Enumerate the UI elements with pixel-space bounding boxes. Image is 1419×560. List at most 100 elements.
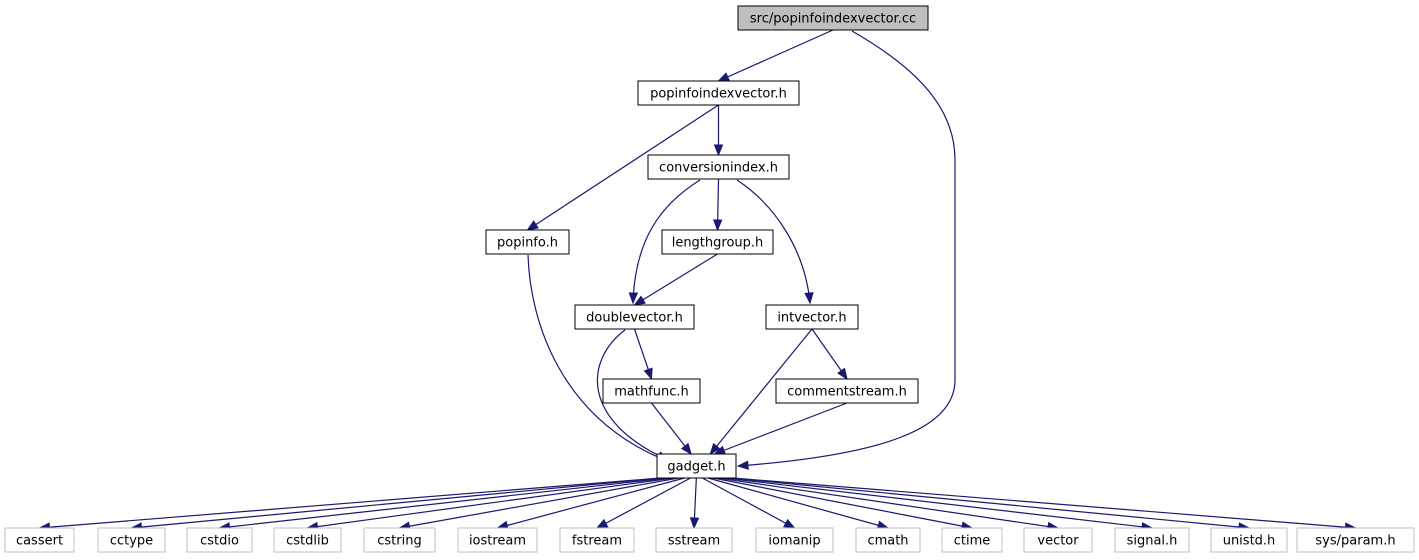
edge-gadget-to-unistd bbox=[729, 477, 1251, 532]
node-box bbox=[655, 527, 733, 553]
edge-line bbox=[718, 477, 1059, 529]
edge-root-to-popinfoindexvector bbox=[717, 29, 834, 82]
edge-line bbox=[39, 477, 661, 529]
node-intvector[interactable]: intvector.h bbox=[765, 304, 859, 330]
node-label: commentstream.h bbox=[787, 385, 907, 400]
edge-arrowhead bbox=[804, 292, 814, 305]
node-label: mathfunc.h bbox=[614, 385, 689, 400]
edge-gadget-to-sstream bbox=[689, 477, 700, 530]
edge-line bbox=[634, 253, 718, 306]
edge-line bbox=[131, 477, 663, 529]
node-root[interactable]: src/popinfoindexvector.cc bbox=[737, 5, 929, 31]
node-label: popinfo.h bbox=[497, 236, 558, 251]
node-signal: signal.h bbox=[1114, 527, 1190, 553]
node-cstring: cstring bbox=[363, 527, 436, 553]
node-label: fstream bbox=[572, 534, 622, 549]
edge-line bbox=[712, 477, 973, 529]
edge-arrowhead bbox=[783, 518, 796, 529]
edge-line bbox=[707, 477, 889, 529]
edge-arrowhead bbox=[689, 517, 700, 530]
node-cmath: cmath bbox=[855, 527, 921, 553]
node-doublevector[interactable]: doublevector.h bbox=[574, 304, 695, 330]
node-box bbox=[1114, 527, 1190, 553]
node-sstream: sstream bbox=[655, 527, 733, 553]
node-label: sys/param.h bbox=[1315, 534, 1395, 549]
edge-gadget-to-cassert bbox=[38, 477, 661, 532]
node-lengthgroup[interactable]: lengthgroup.h bbox=[661, 229, 774, 255]
edge-arrowhead bbox=[713, 144, 724, 157]
node-box bbox=[457, 527, 538, 553]
node-box bbox=[661, 229, 774, 255]
edge-line bbox=[596, 329, 669, 461]
node-mathfunc[interactable]: mathfunc.h bbox=[602, 378, 701, 404]
node-box bbox=[656, 453, 737, 479]
nodes-layer: src/popinfoindexvector.cc popinfoindexvec… bbox=[4, 5, 1415, 553]
node-box bbox=[941, 527, 1003, 553]
edge-popinfo-to-gadget bbox=[527, 254, 672, 463]
node-box bbox=[647, 154, 790, 180]
edge-line bbox=[718, 29, 834, 82]
edge-line bbox=[527, 104, 719, 231]
edge-gadget-to-cstring bbox=[398, 477, 679, 531]
node-label: iomanip bbox=[768, 534, 820, 549]
edge-line bbox=[714, 402, 848, 455]
edge-arrowhead bbox=[595, 518, 609, 529]
edge-arrowhead bbox=[736, 460, 749, 470]
edge-intvector-to-gadget bbox=[709, 328, 813, 456]
node-box bbox=[855, 527, 921, 553]
node-fstream: fstream bbox=[559, 527, 635, 553]
edge-root-to-gadget bbox=[736, 30, 956, 470]
node-gadget[interactable]: gadget.h bbox=[656, 453, 737, 479]
node-iomanip: iomanip bbox=[755, 527, 834, 553]
node-ctime: ctime bbox=[941, 527, 1003, 553]
node-label: unistd.h bbox=[1223, 534, 1276, 549]
edge-gadget-to-cmath bbox=[707, 477, 890, 530]
edge-popinfoindexvector-to-conversionindex bbox=[713, 105, 724, 157]
node-label: vector bbox=[1037, 534, 1079, 549]
edge-conversionindex-to-doublevector bbox=[628, 179, 701, 305]
edge-arrowhead bbox=[628, 292, 639, 305]
node-label: iostream bbox=[469, 534, 526, 549]
node-conversionindex[interactable]: conversionindex.h bbox=[647, 154, 790, 180]
node-box bbox=[1210, 527, 1288, 553]
edge-gadget-to-cstdlib bbox=[306, 477, 674, 532]
node-cctype: cctype bbox=[97, 527, 166, 553]
node-box bbox=[602, 378, 701, 404]
node-label: sstream bbox=[668, 534, 720, 549]
edge-line bbox=[399, 477, 679, 529]
edge-mathfunc-to-gadget bbox=[651, 402, 692, 456]
node-label: conversionindex.h bbox=[659, 161, 778, 176]
edge-gadget-to-iostream bbox=[496, 477, 685, 530]
node-label: intvector.h bbox=[777, 311, 846, 326]
node-box bbox=[755, 527, 834, 553]
node-popinfoindexvector[interactable]: popinfoindexvector.h bbox=[637, 80, 800, 106]
node-label: ctime bbox=[954, 534, 991, 549]
edge-line bbox=[497, 477, 685, 529]
node-label: popinfoindexvector.h bbox=[650, 87, 787, 102]
node-box bbox=[186, 527, 253, 553]
edge-line bbox=[702, 477, 795, 529]
edge-line bbox=[729, 477, 1250, 529]
node-label: cmath bbox=[867, 534, 908, 549]
node-label: cstdlib bbox=[286, 534, 329, 549]
node-box bbox=[97, 527, 166, 553]
node-iostream: iostream bbox=[457, 527, 538, 553]
edge-arrowhead bbox=[712, 219, 723, 232]
node-cstdlib: cstdlib bbox=[273, 527, 342, 553]
node-label: doublevector.h bbox=[586, 311, 683, 326]
edge-arrowhead bbox=[633, 295, 646, 306]
edge-gadget-to-fstream bbox=[595, 477, 691, 529]
node-label: cctype bbox=[110, 534, 153, 549]
edge-line bbox=[732, 477, 1356, 529]
node-commentstream[interactable]: commentstream.h bbox=[775, 378, 919, 404]
edge-line bbox=[219, 477, 668, 529]
node-box bbox=[485, 229, 570, 255]
node-popinfo[interactable]: popinfo.h bbox=[485, 229, 570, 255]
edge-line bbox=[737, 30, 956, 467]
node-box bbox=[559, 527, 635, 553]
edge-line bbox=[596, 477, 691, 529]
edge-line bbox=[651, 402, 692, 455]
node-box bbox=[737, 5, 929, 31]
node-cstdio: cstdio bbox=[186, 527, 253, 553]
